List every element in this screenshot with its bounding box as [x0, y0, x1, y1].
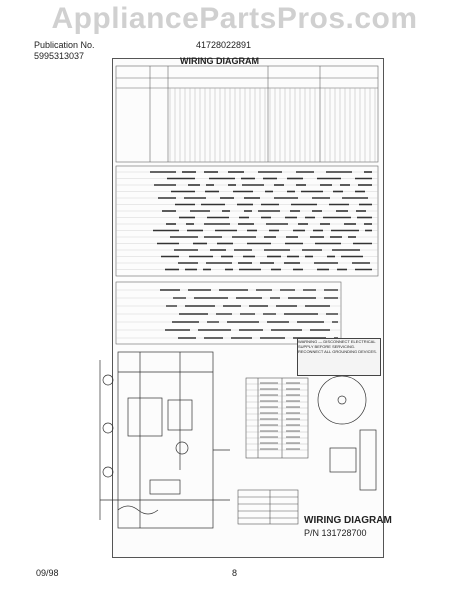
schematic-circuit: [99, 351, 230, 529]
timer-chart-rows: [116, 171, 378, 271]
publication-info: Publication No. 5995313037: [34, 40, 95, 62]
publication-label: Publication No.: [34, 40, 95, 50]
diagram-caption: WIRING DIAGRAM P/N 131728700: [304, 515, 392, 539]
diagram-footer-title: WIRING DIAGRAM: [304, 515, 392, 526]
components-table: [237, 489, 299, 525]
watermark: AppliancePartsPros.com: [51, 2, 418, 35]
warning-box: WARNING — DISCONNECT ELECTRICAL SUPPLY B…: [297, 338, 381, 376]
model-number: 41728022891: [196, 40, 252, 50]
footer-date: 09/98: [36, 568, 59, 578]
wiring-diagram-sheet: [112, 58, 384, 558]
publication-number: 5995313037: [34, 51, 85, 61]
sequence-chart-rows: [116, 289, 341, 339]
motor-connector: [317, 375, 377, 491]
timer-chart-body: [115, 165, 379, 277]
page-number: 8: [232, 568, 238, 578]
sequence-chart: [115, 281, 342, 345]
timer-chart-columns: [169, 88, 376, 162]
part-number: P/N 131728700: [304, 528, 367, 538]
timer-chart-header: [115, 65, 379, 163]
switch-chart: [245, 377, 309, 459]
diagram-title: WIRING DIAGRAM: [180, 56, 259, 66]
switch-chart-rows: [246, 382, 308, 451]
